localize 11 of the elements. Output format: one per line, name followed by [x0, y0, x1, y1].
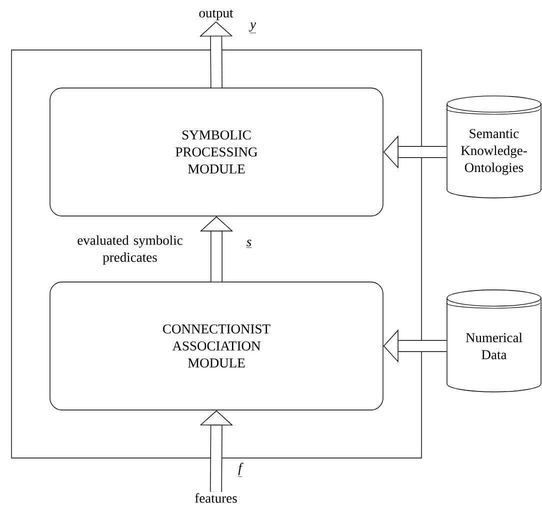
- module-box: CONNECTIONIST ASSOCIATION MODULE: [50, 282, 384, 410]
- terminal-label: features: [195, 493, 237, 503]
- module-box: SYMBOLIC PROCESSING MODULE: [50, 88, 384, 216]
- database-cylinder: Semantic Knowledge-Ontologies: [446, 96, 542, 198]
- edge-label: y: [248, 22, 256, 34]
- annotation-text: evaluated symbolic predicates: [78, 235, 182, 265]
- edge-label: s: [246, 240, 252, 248]
- edge-label: f: [238, 462, 244, 477]
- frame-box: [11, 50, 422, 458]
- database-cylinder: Numerical Data: [446, 290, 542, 392]
- terminal-label: output: [199, 10, 234, 20]
